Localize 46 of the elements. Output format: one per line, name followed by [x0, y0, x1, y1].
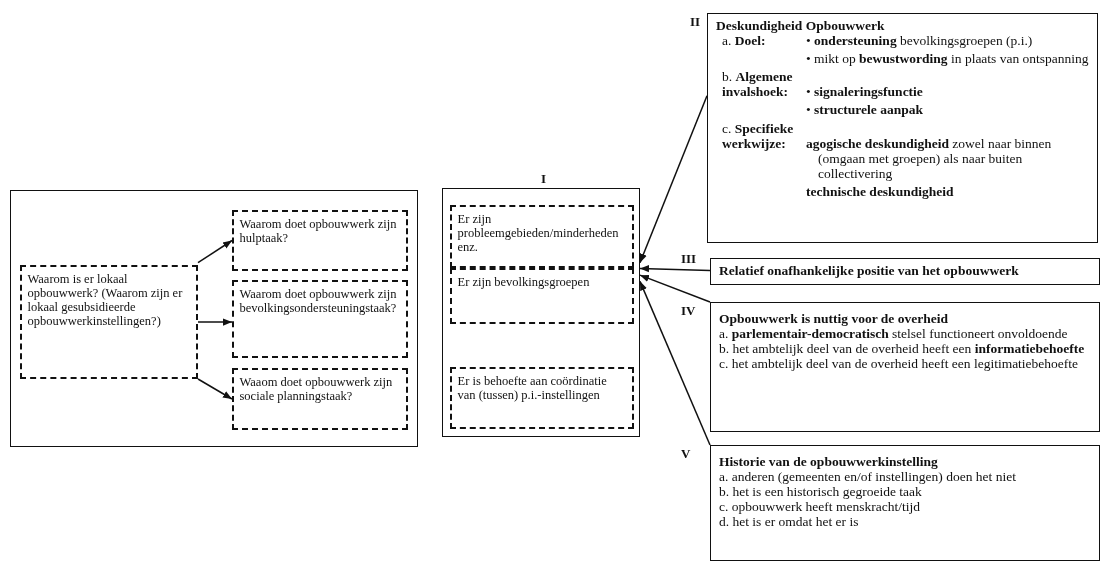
- list-item: b. het ambtelijk deel van de overheid heeft een informatiebehoefte: [719, 341, 1086, 357]
- list-item: • structurele aanpak: [806, 102, 924, 118]
- arrow: [639, 274, 711, 303]
- dashed-box: [231, 367, 408, 430]
- heading: Relatief onafhankelijke positie van het opbouwwerk: [719, 263, 1020, 279]
- list-item: technische deskundigheid: [806, 183, 955, 199]
- dashed-box: [19, 264, 198, 379]
- arrow: [197, 239, 233, 264]
- item-label: c. Specifieke werkwijze:: [722, 120, 795, 153]
- list-item: b. het is een historisch gegroeide taak: [719, 484, 923, 500]
- arrow: [639, 95, 708, 264]
- item-label: a. Doel:: [722, 33, 767, 49]
- list-item: c. opbouwwerk heeft menskracht/tijd: [719, 499, 921, 515]
- arrow: [197, 318, 233, 326]
- arrow: [197, 378, 233, 400]
- list-item: a. parlementair-democratisch stelsel functioneert onvoldoende: [719, 326, 1069, 342]
- list-item: • ondersteuning bevolkingsgroepen (p.i.): [806, 33, 1034, 49]
- box-text: Er zijn probleemgebieden/minderheden enz.: [457, 211, 620, 254]
- panel-box: [10, 190, 418, 447]
- box-text: Er zijn bevolkingsgroepen: [457, 274, 591, 289]
- box-text: Waaom doet opbouwwerk zijn sociale planningstaak?: [239, 374, 394, 403]
- list-item: d. het is er omdat het er is: [719, 514, 860, 530]
- list-item: • signaleringsfunctie: [806, 83, 924, 100]
- dashed-box: [231, 279, 408, 358]
- arrow: [639, 265, 711, 273]
- heading: Deskundigheid Opbouwwerk: [716, 18, 886, 34]
- roman-numeral: II: [690, 14, 701, 30]
- roman-numeral: III: [681, 251, 697, 267]
- item-label: b. Algemene invalshoek:: [722, 69, 794, 102]
- box-text: Er is behoefte aan coördinatie van (tussen) p.i.-instellingen: [457, 373, 608, 402]
- arrow: [639, 280, 711, 446]
- roman-numeral: V: [681, 446, 691, 462]
- dashed-box: [449, 366, 634, 429]
- list-item: • mikt op bewustwording in plaats van ontspanning: [806, 51, 1089, 67]
- roman-numeral: IV: [681, 303, 696, 319]
- box-text: Waarom doet opbouwwerk zijn bevolkingsondersteuningstaak?: [239, 286, 398, 315]
- list-item: a. anderen (gemeenten en/of instellingen) doen het niet: [719, 469, 1017, 485]
- box-text: Waarom is er lokaal opbouwwerk? (Waarom zijn er lokaal gesubsidieerde opbouwwerkinstellingen?): [27, 271, 184, 328]
- dashed-box: [449, 204, 634, 268]
- heading: Opbouwwerk is nuttig voor de overheid: [719, 311, 949, 327]
- heading: Historie van de opbouwwerkinstelling: [719, 454, 939, 470]
- dashed-box: [449, 267, 634, 324]
- roman-numeral: I: [541, 171, 547, 187]
- dashed-box: [231, 209, 408, 271]
- box-text: Waarom doet opbouwwerk zijn hulptaak?: [239, 216, 398, 245]
- list-item: c. het ambtelijk deel van de overheid heeft een legitimatiebehoefte: [719, 356, 1080, 372]
